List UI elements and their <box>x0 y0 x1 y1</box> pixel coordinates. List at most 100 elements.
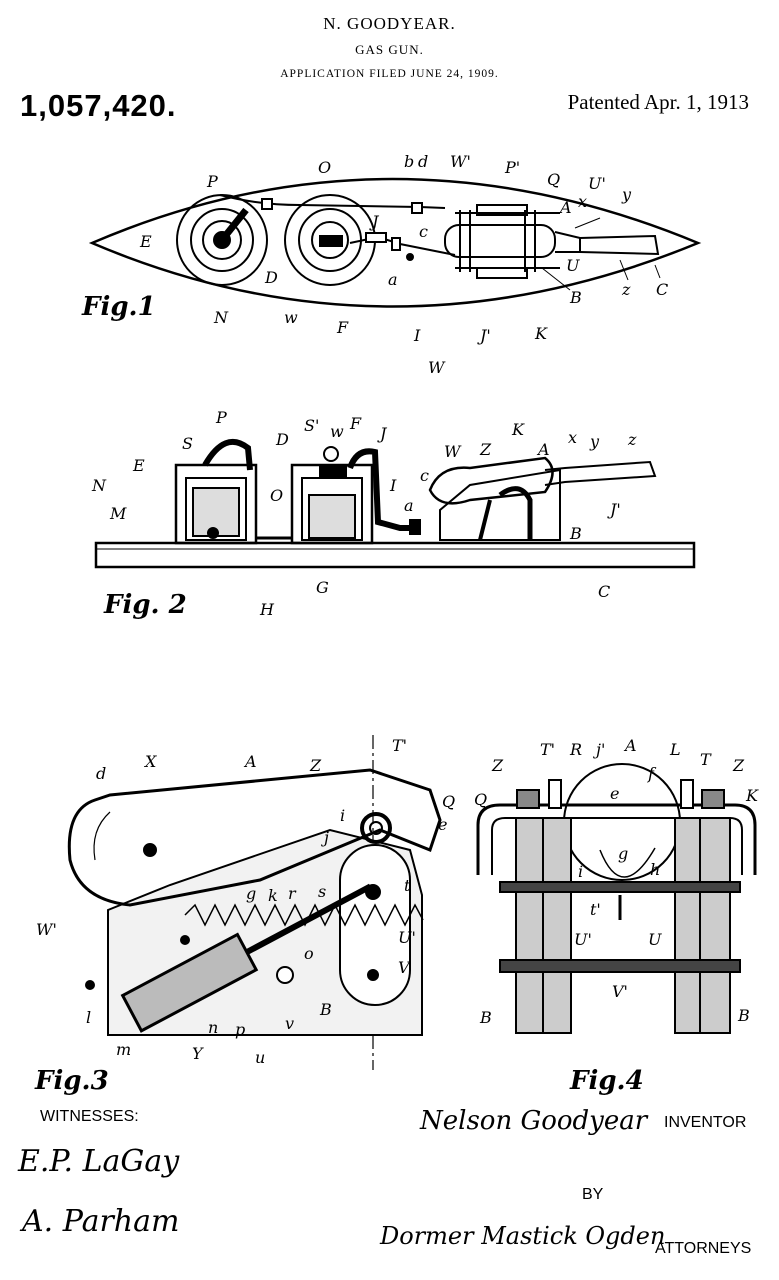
fig2-label-P: P <box>216 408 227 427</box>
fig4-label-t-prime: t' <box>590 900 601 919</box>
fig4-label-K: K <box>746 786 758 805</box>
fig4-label-f: f <box>648 764 654 783</box>
fig3-label-V: V <box>398 958 410 977</box>
fig2-label-S: S <box>182 434 193 453</box>
fig3-label-j: j <box>324 828 329 847</box>
fig1-label-O: O <box>318 158 332 177</box>
fig2-label-w: w <box>330 422 344 441</box>
fig1-label-P-prime: P' <box>505 158 521 177</box>
inventor-label: INVENTOR <box>664 1114 747 1131</box>
fig2-label-J-prime: J' <box>610 500 621 519</box>
fig2-label-S-prime: S' <box>304 416 320 435</box>
fig1-label-K: K <box>535 324 547 343</box>
fig2-label-a: a <box>404 496 414 515</box>
fig3-label-g: g <box>246 884 257 903</box>
fig2-drawing <box>94 438 696 569</box>
attorney-signature: Dormer Mastick Ogden <box>380 1222 666 1250</box>
fig3-label-B: B <box>320 1000 332 1019</box>
fig3-label-Q: Q <box>442 792 456 811</box>
fig1-label-N: N <box>214 308 228 327</box>
fig4-label-Z-left: Z <box>492 756 504 775</box>
fig1-label-P: P <box>207 172 218 191</box>
fig1-drawing <box>88 177 702 308</box>
fig2-label-c: c <box>420 466 429 485</box>
fig3-label-Y: Y <box>192 1044 203 1063</box>
fig1-label-z: z <box>622 280 631 299</box>
fig3-label-k: k <box>268 886 278 905</box>
fig3-label-v: v <box>285 1014 295 1033</box>
fig1-label-d: d <box>418 152 429 171</box>
fig1-label-C: C <box>656 280 669 299</box>
by-label: BY <box>582 1186 604 1203</box>
fig2-label-J: J <box>380 424 387 443</box>
fig2-label-y: y <box>590 432 600 451</box>
fig3-label-d: d <box>96 764 107 783</box>
fig3-label-p: p <box>235 1020 246 1039</box>
attorneys-label: ATTORNEYS <box>655 1240 752 1257</box>
fig1-label-I: I <box>414 326 421 345</box>
fig1-label-w: w <box>284 308 298 327</box>
fig1-caption: Fig.1 <box>82 292 156 322</box>
fig3-label-X: X <box>145 752 157 771</box>
fig3-label-n: n <box>208 1018 219 1037</box>
fig1-label-U: U <box>566 256 580 275</box>
fig4-label-g: g <box>618 844 629 863</box>
fig3-label-A: A <box>245 752 257 771</box>
fig1-label-b: b <box>404 152 415 171</box>
fig2-label-F: F <box>350 414 362 433</box>
fig1-label-a: a <box>388 270 398 289</box>
fig1-label-J: J <box>372 212 379 231</box>
fig2-label-W: W <box>444 442 461 461</box>
fig1-label-U-prime: U' <box>588 174 606 193</box>
fig1-label-y: y <box>622 185 632 204</box>
fig3-label-Z: Z <box>310 756 322 775</box>
witness-signature-1: E.P. LaGay <box>18 1144 180 1179</box>
fig4-label-Z-right: Z <box>733 756 745 775</box>
fig1-label-D: D <box>265 268 278 287</box>
inventor-signature: Nelson Goodyear <box>420 1106 648 1136</box>
fig2-label-N: N <box>92 476 106 495</box>
fig3-label-e: e <box>438 815 448 834</box>
fig4-label-e: e <box>610 784 620 803</box>
fig2-label-H: H <box>260 600 274 619</box>
fig1-label-Q: Q <box>547 170 561 189</box>
fig1-label-F: F <box>337 318 349 337</box>
fig3-label-m: m <box>116 1040 132 1059</box>
fig2-label-I: I <box>390 476 397 495</box>
fig4-label-i: i <box>578 862 584 881</box>
witnesses-label: WITNESSES: <box>40 1108 139 1125</box>
witness-signature-2: A. Parham <box>22 1204 180 1239</box>
fig1-label-B: B <box>570 288 582 307</box>
fig2-label-Z: Z <box>480 440 492 459</box>
fig3-label-u: u <box>255 1048 266 1067</box>
fig4-label-L: L <box>670 740 681 759</box>
fig4-label-Q: Q <box>474 790 488 809</box>
fig4-label-j-prime: j' <box>596 740 606 759</box>
fig2-label-K: K <box>512 420 524 439</box>
fig4-label-A: A <box>625 736 637 755</box>
fig1-label-W: W <box>428 358 445 377</box>
fig4-label-T: T <box>700 750 711 769</box>
fig2-label-O: O <box>270 486 284 505</box>
fig3-label-l: l <box>86 1008 92 1027</box>
fig4-label-T-prime: T' <box>540 740 556 759</box>
fig3-label-o: o <box>304 944 314 963</box>
fig4-label-h: h <box>650 860 661 879</box>
fig4-drawing <box>476 763 757 1034</box>
fig2-label-D: D <box>276 430 289 449</box>
fig2-label-z: z <box>628 430 637 449</box>
fig4-label-B-right: B <box>738 1006 750 1025</box>
fig4-caption: Fig.4 <box>570 1066 644 1096</box>
patent-number: 1,057,420. <box>20 88 177 123</box>
fig4-label-B-left: B <box>480 1008 492 1027</box>
inventor-name: N. GOODYEAR. <box>323 14 456 33</box>
fig1-label-E: E <box>140 232 152 251</box>
fig3-label-W-prime: W' <box>36 920 57 939</box>
fig1-label-W-prime: W' <box>450 152 471 171</box>
fig1-label-J-prime: J' <box>480 326 491 345</box>
fig4-label-R: R <box>570 740 583 759</box>
fig1-label-A: A <box>560 198 572 217</box>
fig1-label-c: c <box>419 222 428 241</box>
fig2-label-G: G <box>316 578 329 597</box>
